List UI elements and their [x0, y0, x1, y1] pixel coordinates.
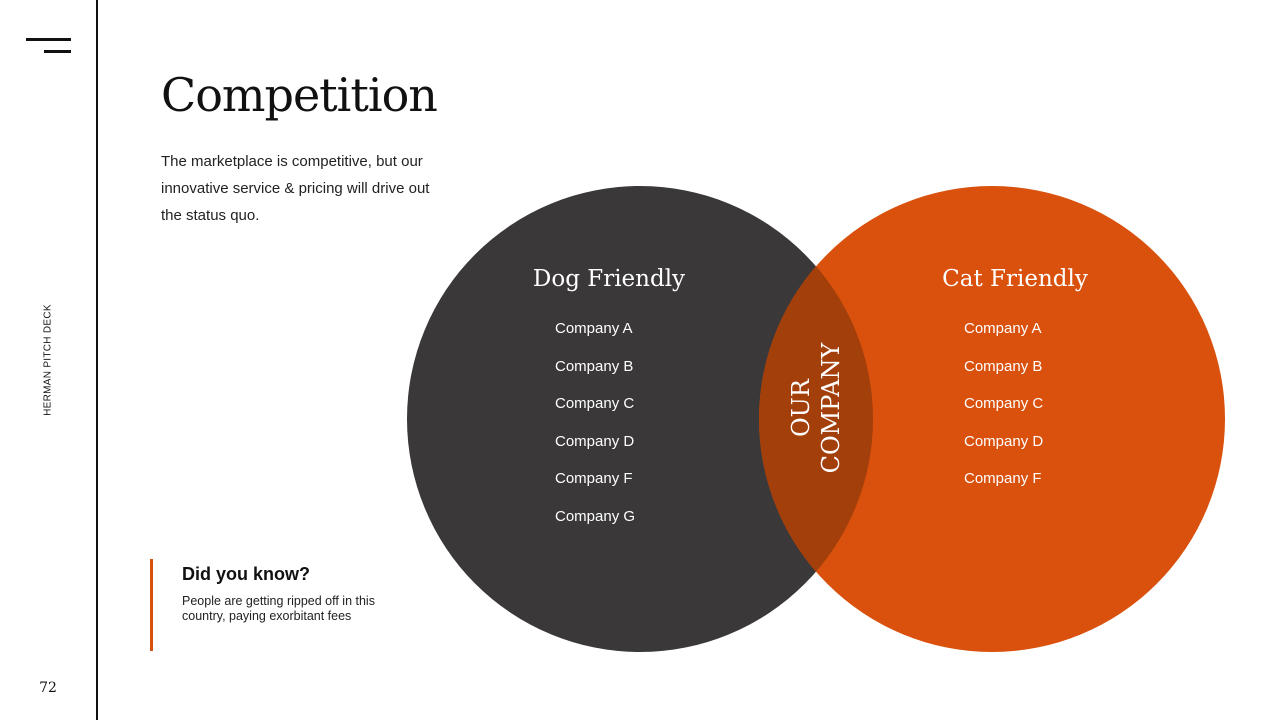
page-subtitle: The marketplace is competitive, but our … — [161, 153, 430, 224]
callout-accent-bar — [150, 559, 153, 651]
list-item: Company D — [555, 432, 635, 450]
list-item: Company A — [964, 320, 1042, 337]
list-item: Company B — [964, 357, 1043, 375]
venn-left-label: Dog Friendly — [532, 266, 686, 292]
overlap-line-2: COMPANY — [817, 342, 845, 474]
page-title: Competition — [161, 68, 438, 122]
list-item: Company F — [555, 470, 633, 487]
list-item: Company G — [555, 507, 636, 525]
list-item: Company F — [964, 470, 1042, 487]
page-number: 72 — [39, 680, 57, 696]
menu-icon — [26, 38, 71, 41]
list-item: Company B — [555, 357, 634, 375]
venn-right-list: Company A Company B Company C Company D … — [964, 320, 1043, 508]
callout-body: People are getting ripped off in this co… — [182, 594, 375, 623]
venn-right-label: Cat Friendly — [942, 266, 1088, 292]
overlap-line-1: OUR — [787, 379, 815, 437]
sidebar-divider — [96, 0, 98, 720]
list-item: Company D — [964, 432, 1044, 450]
menu-icon-line — [44, 50, 71, 53]
venn-left-list: Company A Company B Company C Company D … — [555, 320, 635, 545]
venn-circle-left — [407, 186, 873, 652]
overlap-label: OUR COMPANY — [786, 343, 846, 474]
venn-circle-right — [759, 186, 1225, 652]
callout-title: Did you know? — [182, 564, 310, 584]
list-item: Company C — [964, 395, 1044, 412]
list-item: Company C — [555, 395, 635, 412]
list-item: Company A — [555, 320, 633, 337]
